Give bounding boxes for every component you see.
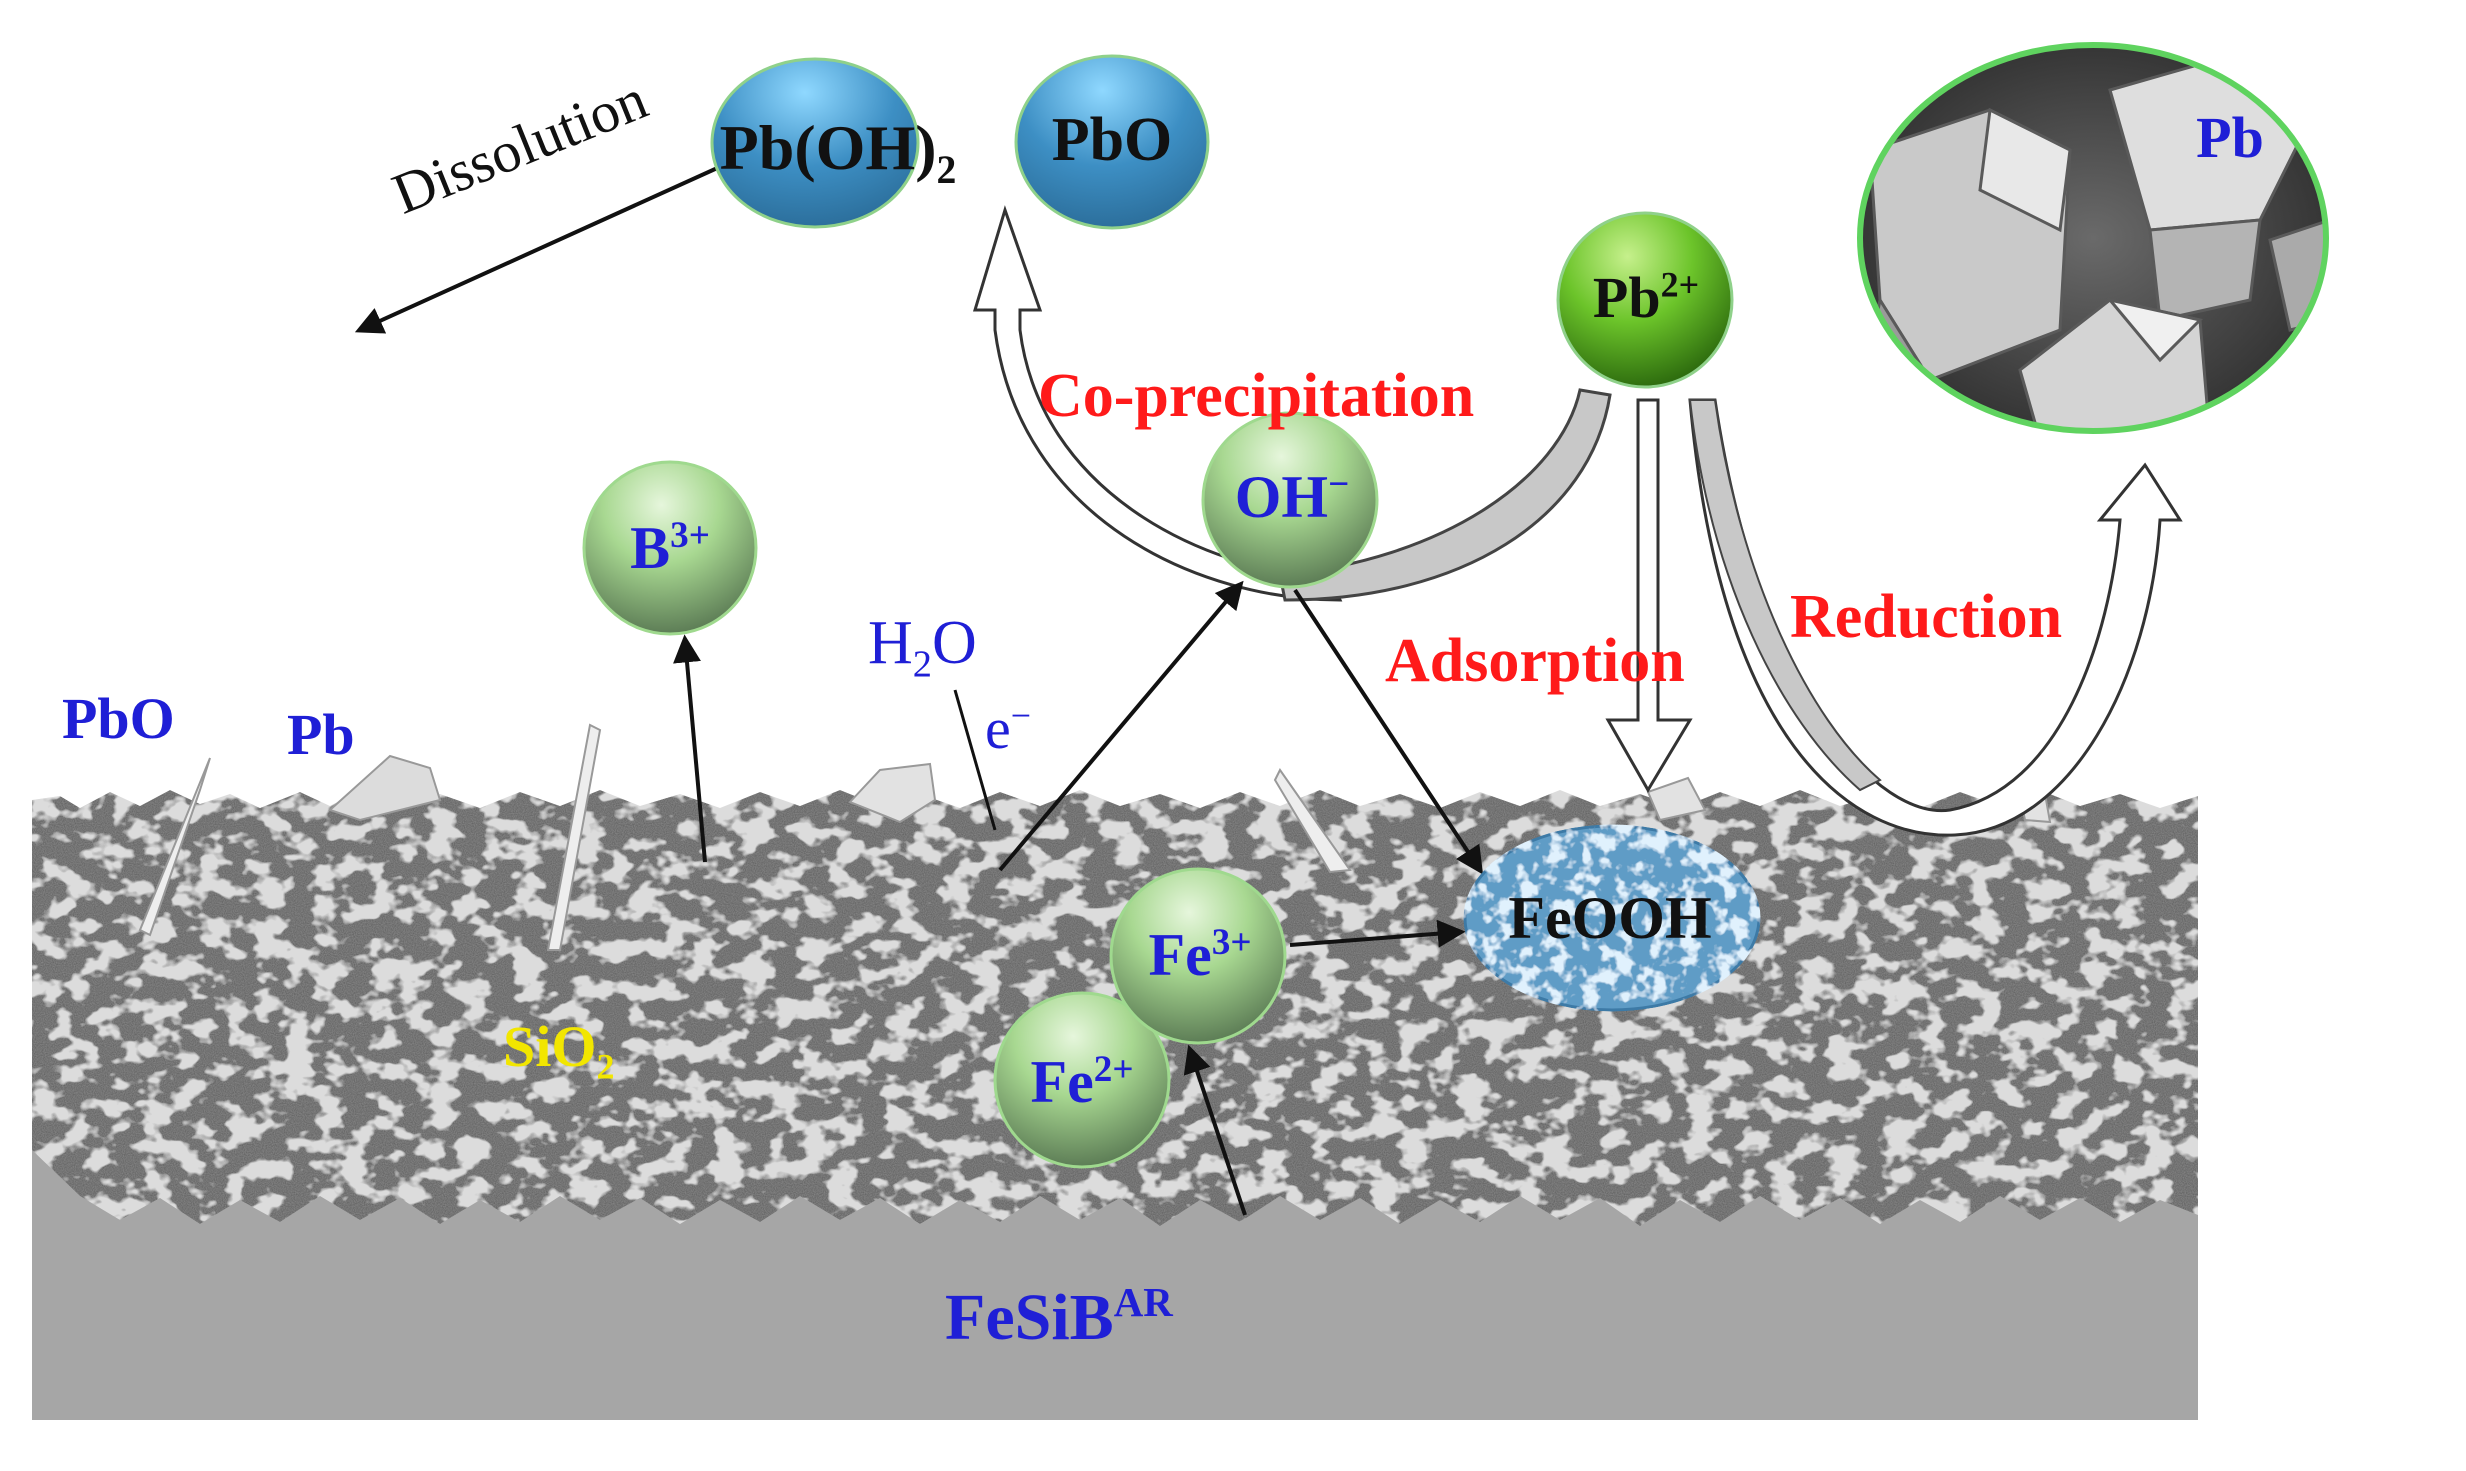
fe3-ball — [1109, 867, 1287, 1045]
feooh-blob — [1463, 824, 1761, 1012]
fe2-base: Fe — [1030, 1049, 1094, 1115]
water-label: H2O — [868, 609, 977, 684]
hydroxide-label: OH− — [1234, 464, 1350, 530]
fesib-superscript: AR — [1113, 1280, 1173, 1325]
boron-superscript: 3+ — [670, 515, 710, 556]
surface-flake — [1273, 768, 1352, 874]
dissolution-arrow — [354, 158, 736, 334]
sio2-base: SiO — [503, 1014, 597, 1079]
surface-flake — [328, 754, 442, 822]
pb-crystal-label: Pb — [2196, 105, 2264, 170]
reduction-gray-arrow — [1688, 399, 1882, 792]
boron-release-arrow — [673, 634, 707, 863]
surface-flake — [1646, 776, 1707, 822]
boron-ball — [582, 460, 758, 636]
fe3-superscript: 3+ — [1211, 922, 1252, 963]
hydroxide-ball — [1201, 411, 1379, 589]
boron-label: B3+ — [630, 515, 710, 581]
sio2-subscript: 2 — [596, 1046, 615, 1087]
hydroxide-superscript: − — [1328, 464, 1350, 505]
coprecipitation-label: Co-precipitation — [1038, 362, 1475, 430]
fe3-to-feooh-arrow — [1289, 919, 1466, 948]
surface-flake — [848, 762, 937, 824]
substrate-to-fe2-arrow — [1183, 1044, 1247, 1216]
pb2-superscript: 2+ — [1660, 264, 1700, 305]
sio2-label: SiO2 — [503, 1018, 614, 1085]
electron-to-hydroxide-arrow — [998, 580, 1244, 872]
fe3-label: Fe3+ — [1148, 922, 1252, 988]
electron-label: e− — [985, 698, 1031, 758]
fe2-superscript: 2+ — [1093, 1049, 1134, 1090]
feooh-label: FeOOH — [1508, 885, 1712, 951]
fesib-base: FeSiB — [945, 1281, 1114, 1354]
fe2-label: Fe2+ — [1030, 1049, 1134, 1115]
pb2-label: Pb2+ — [1593, 267, 1699, 327]
pbo-ball — [1014, 54, 1210, 230]
coprecipitation-hollow-arrow — [972, 205, 1343, 602]
water-h: H — [868, 609, 913, 677]
adsorption-label: Adsorption — [1385, 627, 1685, 695]
pb-hydroxide-label: Pb(OH)2 — [720, 116, 957, 190]
hydroxide-to-feooh-arrow — [1293, 588, 1484, 875]
pb-hydroxide-base: Pb(OH) — [719, 112, 937, 183]
electron-superscript: − — [1010, 695, 1032, 736]
hydroxide-base: OH — [1234, 464, 1329, 530]
adsorption-hollow-arrow — [1605, 398, 1693, 793]
water-o: O — [932, 609, 977, 677]
pbo-ball-label: PbO — [1051, 106, 1173, 174]
surface-pb-label: Pb — [287, 702, 355, 767]
fe3-base: Fe — [1148, 922, 1212, 988]
pb2-base: Pb — [1592, 265, 1661, 330]
water-subscript: 2 — [912, 643, 932, 686]
pb2-ball — [1556, 211, 1734, 389]
electron-base: e — [985, 696, 1011, 761]
surface-flake — [546, 723, 602, 951]
fe2-ball — [993, 991, 1171, 1169]
boron-base: B — [630, 515, 671, 581]
fesib-label: FeSiBAR — [945, 1282, 1173, 1351]
surface-flake — [138, 757, 211, 937]
pb-hydroxide-ball — [710, 57, 920, 229]
pb-hydroxide-subscript: 2 — [936, 147, 957, 192]
h2o-guide-line — [953, 689, 997, 831]
surface-pbo-label: PbO — [62, 686, 175, 751]
reduction-label: Reduction — [1790, 583, 2063, 651]
